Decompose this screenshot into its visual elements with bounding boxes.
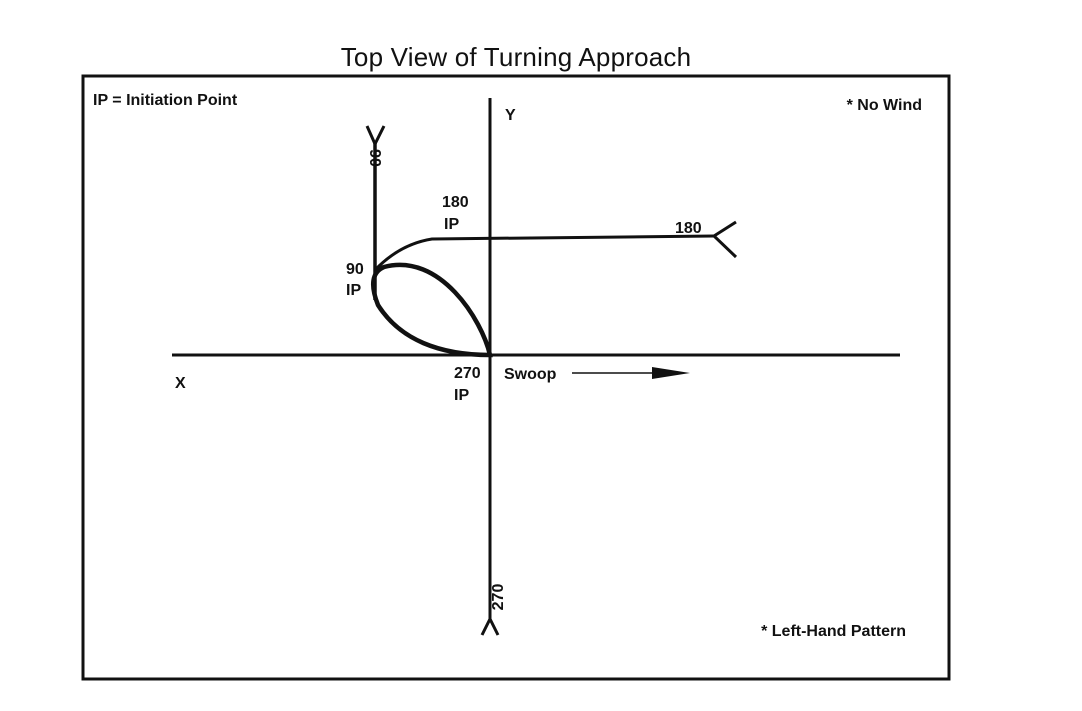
diagram-frame: [81, 74, 951, 681]
path-90-ip-heading: 90: [346, 261, 364, 278]
diagram-title: Top View of Turning Approach: [340, 42, 692, 72]
path-90-fletching: [365, 125, 386, 148]
x-axis-label: X: [175, 375, 186, 392]
path-180-heading-label: 180: [675, 220, 702, 237]
path-180-line: [373, 234, 715, 272]
path-270-ip-heading: 270: [454, 365, 481, 382]
ip-definition-label: IP = Initiation Point: [93, 92, 238, 109]
path-270-heading-label: 270: [490, 584, 507, 611]
path-180-ip-heading: 180: [442, 194, 469, 211]
swoop-label: Swoop: [504, 366, 557, 383]
no-wind-note: * No Wind: [847, 97, 922, 114]
path-90-heading-label: 90: [366, 149, 383, 167]
y-axis-label: Y: [505, 107, 516, 124]
path-180-ip-label: IP: [444, 216, 459, 233]
path-90-ip-label: IP: [346, 282, 361, 299]
turn-loop: [370, 262, 493, 358]
path-270-ip-label: IP: [454, 387, 469, 404]
left-hand-pattern-note: * Left-Hand Pattern: [761, 623, 906, 640]
path-270-fletching: [480, 615, 500, 636]
swoop-arrowhead: [652, 367, 690, 379]
path-180-fletching: [711, 220, 738, 259]
